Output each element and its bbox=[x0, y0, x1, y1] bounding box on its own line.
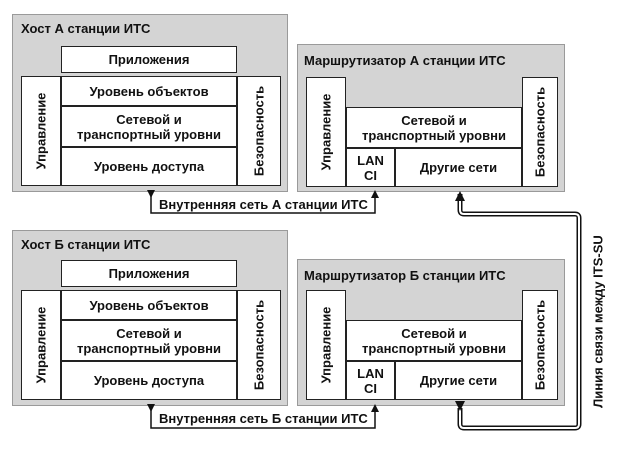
its-su-arrow-top bbox=[455, 191, 465, 201]
its-su-link-inner bbox=[459, 196, 580, 429]
internal-network-a-line bbox=[147, 190, 379, 214]
host-b-title: Хост Б станции ИТС bbox=[21, 237, 151, 252]
host-a-facilities: Уровень объектов bbox=[61, 76, 237, 106]
router-b-other-networks: Другие сети bbox=[395, 361, 522, 400]
router-b-network-layer: Сетевой и транспортный уровни bbox=[346, 320, 522, 361]
host-a-title: Хост А станции ИТС bbox=[21, 21, 151, 36]
its-su-link-label: Линия связи между ITS-SU bbox=[590, 216, 606, 427]
router-b-network-line1: Сетевой и bbox=[401, 325, 467, 341]
internal-network-b-line bbox=[147, 404, 379, 429]
host-a-applications: Приложения bbox=[61, 46, 237, 73]
host-a-security: Безопасность bbox=[237, 76, 281, 186]
internal-network-b-label: Внутренняя сеть Б станции ИТС bbox=[157, 411, 370, 426]
router-b-panel: Маршрутизатор Б станции ИТС Управление С… bbox=[297, 259, 565, 406]
host-a-network-layer: Сетевой и транспортный уровни bbox=[61, 106, 237, 147]
router-a-panel: Маршрутизатор А станции ИТС Управление С… bbox=[297, 44, 565, 192]
router-b-network-line2: транспортный уровни bbox=[362, 340, 506, 356]
host-b-network-layer: Сетевой и транспортный уровни bbox=[61, 320, 237, 361]
router-b-management: Управление bbox=[306, 290, 346, 400]
router-a-network-line1: Сетевой и bbox=[401, 112, 467, 128]
router-a-title: Маршрутизатор А станции ИТС bbox=[304, 53, 506, 68]
its-su-link-outer bbox=[457, 194, 582, 431]
router-b-lan-ci: LAN CI bbox=[346, 361, 395, 400]
host-a-panel: Хост А станции ИТС Приложения Управление… bbox=[12, 14, 288, 192]
router-a-lan-line2: CI bbox=[364, 167, 377, 183]
router-b-lan-line1: LAN bbox=[357, 365, 384, 381]
router-b-security: Безопасность bbox=[522, 290, 558, 400]
router-a-security: Безопасность bbox=[522, 77, 558, 187]
host-a-access: Уровень доступа bbox=[61, 147, 237, 186]
router-b-title: Маршрутизатор Б станции ИТС bbox=[304, 268, 506, 283]
host-b-network-line1: Сетевой и bbox=[116, 325, 182, 341]
host-b-security: Безопасность bbox=[237, 290, 281, 400]
host-a-network-line2: транспортный уровни bbox=[77, 126, 221, 142]
router-a-lan-ci: LAN CI bbox=[346, 148, 395, 187]
host-b-facilities: Уровень объектов bbox=[61, 290, 237, 320]
host-b-applications: Приложения bbox=[61, 260, 237, 287]
router-a-other-networks: Другие сети bbox=[395, 148, 522, 187]
host-a-management: Управление bbox=[21, 76, 61, 186]
internal-network-a-label: Внутренняя сеть А станции ИТС bbox=[157, 197, 370, 212]
router-a-management: Управление bbox=[306, 77, 346, 187]
its-su-arrow-bottom bbox=[455, 401, 465, 411]
host-b-access: Уровень доступа bbox=[61, 361, 237, 400]
host-b-network-line2: транспортный уровни bbox=[77, 340, 221, 356]
host-b-panel: Хост Б станции ИТС Приложения Управление… bbox=[12, 230, 288, 406]
host-b-management: Управление bbox=[21, 290, 61, 400]
router-a-lan-line1: LAN bbox=[357, 152, 384, 168]
host-a-network-line1: Сетевой и bbox=[116, 111, 182, 127]
router-b-lan-line2: CI bbox=[364, 380, 377, 396]
router-a-network-layer: Сетевой и транспортный уровни bbox=[346, 107, 522, 148]
router-a-network-line2: транспортный уровни bbox=[362, 127, 506, 143]
